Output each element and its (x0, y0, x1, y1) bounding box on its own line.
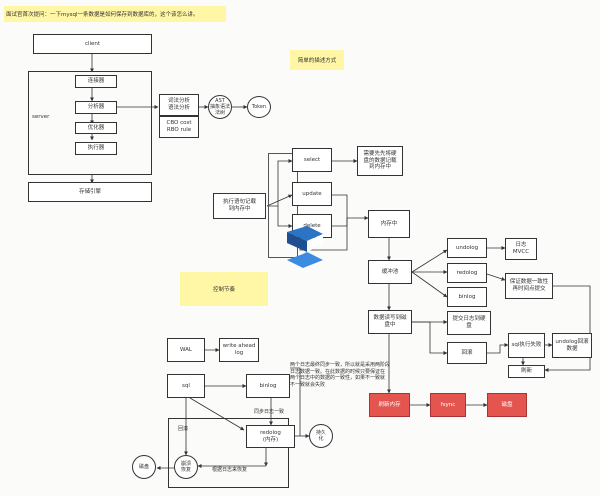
log-recover-label: 根据日志来恢复 (212, 467, 248, 473)
data-circle: 崩溃 恢复 (174, 455, 198, 479)
cbo-rbo-box: CBO cost RBO rule (159, 116, 199, 138)
token-circle: Token (247, 96, 271, 118)
undolog-box: undolog (447, 238, 487, 258)
memory-box: 内存中 (368, 210, 410, 238)
rollback-label: 回滚 (178, 426, 189, 432)
client-box: client (33, 34, 152, 54)
load-to-memory-box: 需要先先将硬 盘的数据记载 到内存中 (357, 146, 403, 176)
update-box: update (292, 182, 332, 206)
server-frame (28, 71, 152, 175)
buffer-pool-box: 缓冲池 (368, 260, 412, 284)
bottom-frame (168, 418, 289, 488)
select-box: select (292, 148, 332, 172)
consistency-box: 保证数据一致性 再时间点提交 (505, 273, 553, 299)
two-phase-note: 两个日志最终同步一致，所以就是采用两阶段 日志数据一致。在此数据的时候只要保证在… (290, 362, 391, 388)
redolog-memory-box: redolog (内存) (246, 425, 295, 448)
logo-icon (287, 226, 323, 268)
data-write-disk-box: 数据读写到磁 盘中 (368, 310, 412, 334)
persist-circle: 持久 化 (309, 424, 333, 448)
binlog-bottom-box: binlog (246, 374, 290, 398)
sync-note: 同步日志一致 (254, 409, 285, 415)
sql-box: sql (167, 374, 205, 398)
redolog-box: redolog (447, 263, 487, 283)
disk-circle: 磁盘 (132, 455, 156, 479)
commit-log-box: 提交日志到硬 盘 (447, 311, 491, 335)
optimizer-box: 优化器 (75, 122, 117, 134)
server-label: server (32, 114, 50, 120)
ast-circle: AST 抽象语法 法树 (208, 95, 232, 119)
lexical-syntax-box: 词法分析 语法分析 (159, 94, 199, 116)
disk-red-box: 磁盘 (487, 393, 527, 417)
question-note: 面试官首次提问：一下mysql一条数据是如何保存到数据库的，这个该怎么讲。 (4, 6, 226, 22)
control-pace-note: 控制节奏 (180, 272, 268, 306)
analyzer-box: 分析器 (75, 101, 117, 114)
binlog-box: binlog (447, 287, 487, 307)
simple-description-note: 简单的描述方式 (290, 50, 344, 70)
wal-box: WAL (167, 338, 205, 362)
sql-exec-fail-box: sql执行失败 (508, 333, 545, 358)
undolog-restore-box: undolog回滚 数据 (552, 333, 592, 358)
executor-box: 执行器 (75, 142, 117, 155)
rollback-box: 回滚 (447, 342, 487, 364)
mvcc-box: 日志 MVCC (505, 238, 537, 260)
refresh-memory-box: 刷新内存 (369, 393, 410, 417)
storage-engine-box: 存储引擎 (28, 182, 152, 202)
refresh-box: 刷新 (508, 365, 545, 378)
exec-statement-box: 执行语句记载 到内存中 (213, 193, 266, 219)
fsync-box: fsync (430, 393, 466, 417)
connector-box: 连接器 (75, 75, 117, 88)
write-ahead-log-box: write ahead log (219, 338, 259, 362)
